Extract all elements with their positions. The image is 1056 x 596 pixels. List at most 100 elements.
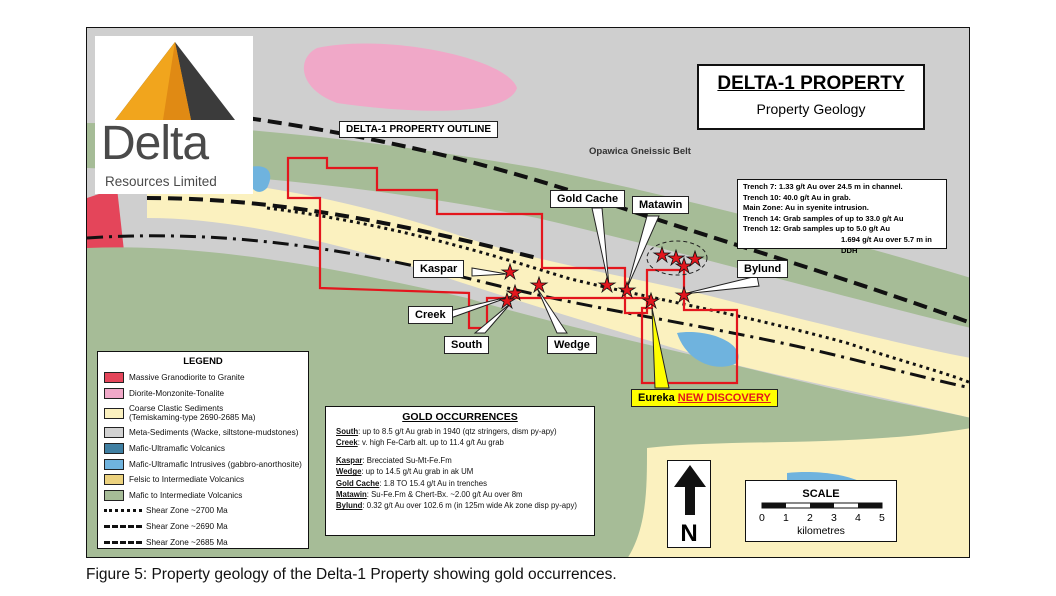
legend-swatch: [104, 474, 124, 486]
legend-item: Coarse Clastic Sediments(Temiskaming-typ…: [98, 401, 308, 425]
occurrence-description: : 1.8 TO 15.4 g/t Au in trenches: [379, 478, 487, 488]
gold-occurrence-entry: Matawin: Su-Fe.Fm & Chert-Bx. ~2.00 g/t …: [336, 489, 594, 500]
legend-label: Felsic to Intermediate Volcanics: [129, 475, 244, 484]
gold-occurrences-box: GOLD OCCURRENCES South: up to 8.5 g/t Au…: [325, 406, 595, 536]
legend-label: Shear Zone ~2685 Ma: [146, 537, 228, 547]
trench-note: Trench 12: Grab samples up to 5.0 g/t Au: [743, 224, 890, 234]
mountain-logo-icon: [115, 42, 235, 120]
legend-label: Meta-Sediments (Wacke, siltstone-mudston…: [129, 428, 298, 437]
legend-label-line: (Temiskaming-type 2690-2685 Ma): [129, 413, 256, 423]
occurrence-name: Matawin: [336, 490, 367, 500]
scale-tick-label: 5: [879, 512, 885, 524]
legend-label-line: Mafic-Ultramafic Intrusives (gabbro-anor…: [129, 459, 302, 469]
kaspar-label: Kaspar: [413, 260, 465, 278]
legend-swatch: [104, 427, 124, 439]
map-title: DELTA-1 PROPERTY: [717, 73, 905, 94]
scale-unit: kilometres: [797, 525, 845, 537]
legend-shear-item: Shear Zone ~2685 Ma: [98, 534, 308, 550]
legend-label-line: Massive Granodiorite to Granite: [129, 373, 245, 383]
legend-title: LEGEND: [183, 356, 223, 367]
legend-label-line: Mafic to Intermediate Volcanics: [129, 490, 243, 500]
shear-zone-2685: [87, 234, 969, 390]
legend-swatch: [104, 458, 124, 470]
mafic-volcanic-north-belt: [87, 123, 969, 328]
occurrence-description: : Brecciated Su-Mt-Fe.Fm: [362, 455, 452, 465]
legend-item: Felsic to Intermediate Volcanics: [98, 472, 308, 488]
legend-label-line: Felsic to Intermediate Volcanics: [129, 475, 245, 485]
occurrence-description: : 0.32 g/t Au over 102.6 m (in 125m wide…: [362, 501, 577, 511]
legend-item: Mafic-Ultramafic Intrusives (gabbro-anor…: [98, 456, 308, 472]
legend-label-line: Meta-Sediments (Wacke, siltstone-mudston…: [129, 428, 299, 438]
trench-notes-box: Trench 7: 1.33 g/t Au over 24.5 m in cha…: [737, 179, 947, 255]
shear-zone-2690-west: [146, 196, 538, 260]
legend-item: Mafic to Intermediate Volcanics: [98, 488, 308, 504]
logo-subtitle: Resources Limited: [105, 174, 217, 189]
occurrence-description: : Su-Fe.Fm & Chert-Bx. ~2.00 g/t Au over…: [366, 490, 523, 500]
wedge-label: Wedge: [547, 336, 597, 354]
legend-swatch: [104, 387, 124, 399]
occurrence-description: : up to 8.5 g/t Au grab in 1940 (qtz str…: [358, 427, 557, 436]
legend-item: Meta-Sediments (Wacke, siltstone-mudston…: [98, 425, 308, 441]
legend-label: Coarse Clastic Sediments(Temiskaming-typ…: [129, 404, 256, 422]
shear-line-icon: [104, 540, 142, 544]
gold-occurrence-entry: Gold Cache: 1.8 TO 15.4 g/t Au in trench…: [336, 478, 594, 489]
south-label: South: [444, 336, 490, 354]
legend-label: Mafic to Intermediate Volcanics: [129, 491, 242, 500]
trench-note: 1.694 g/t Au over 5.7 m in DDH: [841, 234, 932, 255]
gold-occurrences-title: GOLD OCCURRENCES: [402, 411, 518, 423]
shear-line-icon: [104, 509, 142, 513]
legend-swatch: [104, 443, 124, 455]
property-outline-label: DELTA-1 PROPERTY OUTLINE: [339, 121, 499, 138]
north-label: N: [680, 520, 698, 547]
bylund-label: Bylund: [737, 260, 789, 278]
legend-shear-item: Shear Zone ~2700 Ma: [98, 503, 308, 519]
title-box: DELTA-1 PROPERTY Property Geology: [697, 64, 925, 130]
eureka-name: Eureka: [638, 392, 675, 404]
trench-note: Trench 7: 1.33 g/t Au over 24.5 m in cha…: [743, 182, 903, 191]
logo-company-name: Delta: [101, 117, 209, 170]
scale-tick-label: 4: [855, 512, 861, 524]
diorite-unit-north: [303, 43, 517, 111]
scale-tick-label: 3: [831, 512, 837, 524]
legend-item: Massive Granodiorite to Granite: [98, 370, 308, 386]
scale-tick-label: 0: [759, 512, 765, 524]
occurrence-name: Wedge: [336, 467, 362, 477]
main-zone-trench-ellipse: [646, 240, 708, 276]
legend-label: Mafic-Ultramafic Volcanics: [129, 444, 225, 453]
creek-label: Creek: [408, 306, 453, 324]
eureka-discovery: NEW DISCOVERY: [677, 392, 771, 404]
occurrence-name: Creek: [336, 438, 358, 448]
occurrence-name: South: [336, 427, 359, 436]
legend-shear-item: Shear Zone ~2690 Ma: [98, 519, 308, 535]
legend-swatch: [104, 489, 124, 501]
north-arrow-icon: [674, 465, 706, 515]
legend-label-line: Diorite-Monzonite-Tonalite: [129, 388, 225, 398]
occurrence-description: : up to 14.5 g/t Au grab in ak UM: [361, 467, 474, 477]
occurrence-name: Kaspar: [336, 455, 363, 465]
north-arrow: N: [667, 460, 711, 548]
legend-label-line: Coarse Clastic Sediments: [129, 404, 224, 414]
legend-label: Mafic-Ultramafic Intrusives (gabbro-anor…: [129, 460, 302, 469]
scale-bar-graphic: [761, 502, 883, 509]
gold-occurrence-entry: Bylund: 0.32 g/t Au over 102.6 m (in 125…: [336, 500, 594, 511]
legend-label: Shear Zone ~2690 Ma: [146, 522, 228, 532]
map-subtitle: Property Geology: [756, 101, 866, 117]
gold-occurrence-entry: Kaspar: Brecciated Su-Mt-Fe.Fm: [336, 455, 594, 466]
legend-label: Diorite-Monzonite-Tonalite: [129, 389, 224, 398]
matawin-label: Matawin: [632, 196, 690, 214]
geology-map: Delta Resources Limited DELTA-1 PROPERTY…: [86, 27, 970, 558]
legend-item: Diorite-Monzonite-Tonalite: [98, 386, 308, 402]
occurrence-description: : v. high Fe-Carb alt. up to 11.4 g/t Au…: [357, 438, 504, 448]
scale-tick-label: 2: [807, 512, 813, 524]
shear-zone-2700: [266, 206, 969, 384]
trench-note: Main Zone: Au in syenite intrusion.: [743, 203, 869, 213]
trench-note: Trench 14: Grab samples of up to 33.0 g/…: [743, 213, 904, 223]
gold-occurrence-rows: South: up to 8.5 g/t Au grab in 1940 (qt…: [326, 426, 594, 512]
occurrence-name: Bylund: [336, 501, 363, 511]
legend-label: Massive Granodiorite to Granite: [129, 373, 245, 382]
trench-note: Trench 10: 40.0 g/t Au in grab.: [743, 192, 851, 202]
